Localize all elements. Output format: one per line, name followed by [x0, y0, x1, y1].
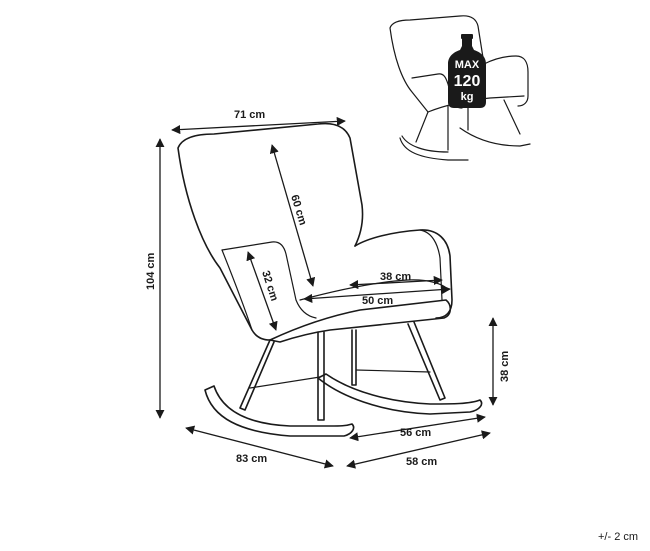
dim-line-depth-base	[346, 430, 491, 469]
dim-line-seat-depth-inner	[349, 275, 443, 290]
label-rocker-length: 56 cm	[400, 427, 431, 439]
label-seat-width: 50 cm	[362, 295, 393, 307]
chair-armrest	[354, 229, 453, 319]
weight-badge-line2: 120	[454, 73, 481, 90]
label-seat-height: 38 cm	[499, 351, 511, 382]
label-width-top: 71 cm	[234, 109, 265, 121]
weight-badge-line3: kg	[461, 91, 474, 103]
dim-line-depth-total	[185, 425, 334, 469]
chair-rocker-front	[204, 385, 355, 437]
label-depth-total: 83 cm	[236, 453, 267, 465]
label-depth-base: 58 cm	[406, 456, 437, 468]
dim-line-backrest-inner	[246, 251, 278, 331]
dim-line-width-top	[171, 116, 346, 135]
chair-legs	[239, 321, 446, 421]
dim-line-backrest-height	[269, 144, 316, 287]
weight-badge	[448, 36, 486, 108]
dimension-lines	[155, 116, 498, 469]
weight-badge-line1: MAX	[455, 59, 480, 71]
label-height-total: 104 cm	[145, 252, 157, 290]
chair-seat	[269, 299, 452, 343]
chair-backrest	[177, 122, 364, 341]
tolerance-note: +/- 2 cm	[598, 531, 638, 543]
label-seat-depth-inner: 38 cm	[380, 271, 411, 283]
dim-line-seat-width	[303, 285, 451, 303]
dimension-labels: 71 cm 104 cm 60 cm 32 cm 38 cm 50 cm 38 …	[145, 109, 511, 468]
max-load-illustration: MAX 120 kg	[389, 15, 531, 161]
label-backrest-inner: 32 cm	[259, 269, 280, 303]
chair-rocker-back	[317, 373, 483, 415]
chair-drawing	[177, 122, 483, 437]
